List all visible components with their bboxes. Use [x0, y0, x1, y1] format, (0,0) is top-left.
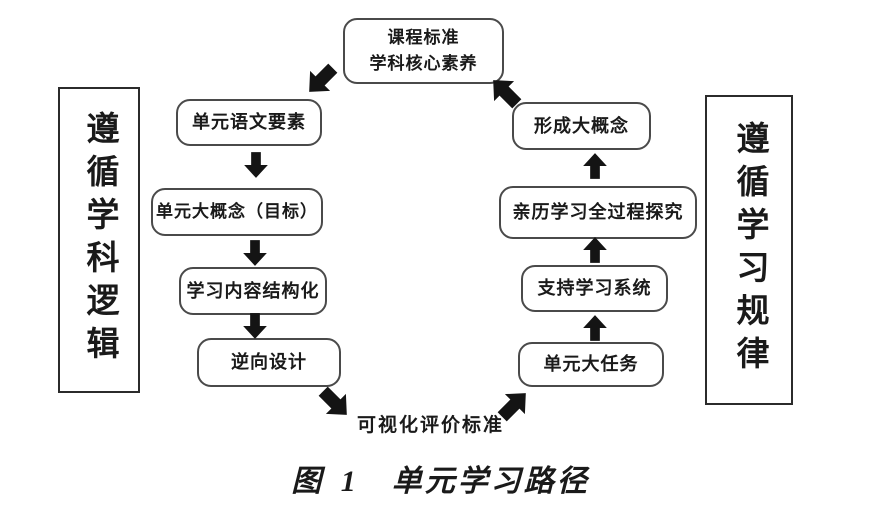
node-backward-design: 逆向设计	[197, 338, 341, 387]
node-experience-whole-process-inquiry: 亲历学习全过程探究	[499, 186, 697, 239]
figure-number: 图 1	[291, 465, 362, 498]
node-support-learning-system: 支持学习系统	[521, 265, 668, 312]
node-unit-big-concept-goal: 单元大概念（目标）	[151, 188, 323, 236]
left-principle-label: 遵循学科逻辑	[58, 87, 140, 393]
right-principle-label: 遵循学习规律	[705, 95, 793, 405]
arrow-down-icon	[243, 240, 267, 266]
node-structured-learning-content: 学习内容结构化	[179, 267, 327, 315]
node-curriculum-standards: 课程标准 学科核心素养	[343, 18, 504, 84]
arrow-down-right-icon	[318, 386, 347, 415]
arrow-up-icon	[583, 153, 607, 179]
arrow-down-icon	[243, 313, 267, 339]
arrow-up-icon	[583, 237, 607, 263]
arrow-up-left-icon	[493, 80, 522, 109]
node-form-big-concept: 形成大概念	[512, 102, 651, 150]
figure-caption: 图 1 单元学习路径	[0, 456, 881, 500]
node-visual-evaluation-criteria: 可视化评价标准	[357, 415, 505, 436]
node-curriculum-standards-line2: 学科核心素养	[369, 54, 478, 73]
node-unit-language-elements: 单元语文要素	[176, 99, 322, 146]
arrow-up-right-icon	[497, 393, 526, 422]
arrow-up-icon	[583, 315, 607, 341]
node-curriculum-standards-line1: 课程标准	[387, 27, 460, 47]
figure-title: 单元学习路径	[391, 465, 590, 498]
arrow-down-left-icon	[309, 63, 338, 92]
node-unit-big-task: 单元大任务	[518, 342, 664, 387]
arrow-down-icon	[244, 152, 268, 178]
